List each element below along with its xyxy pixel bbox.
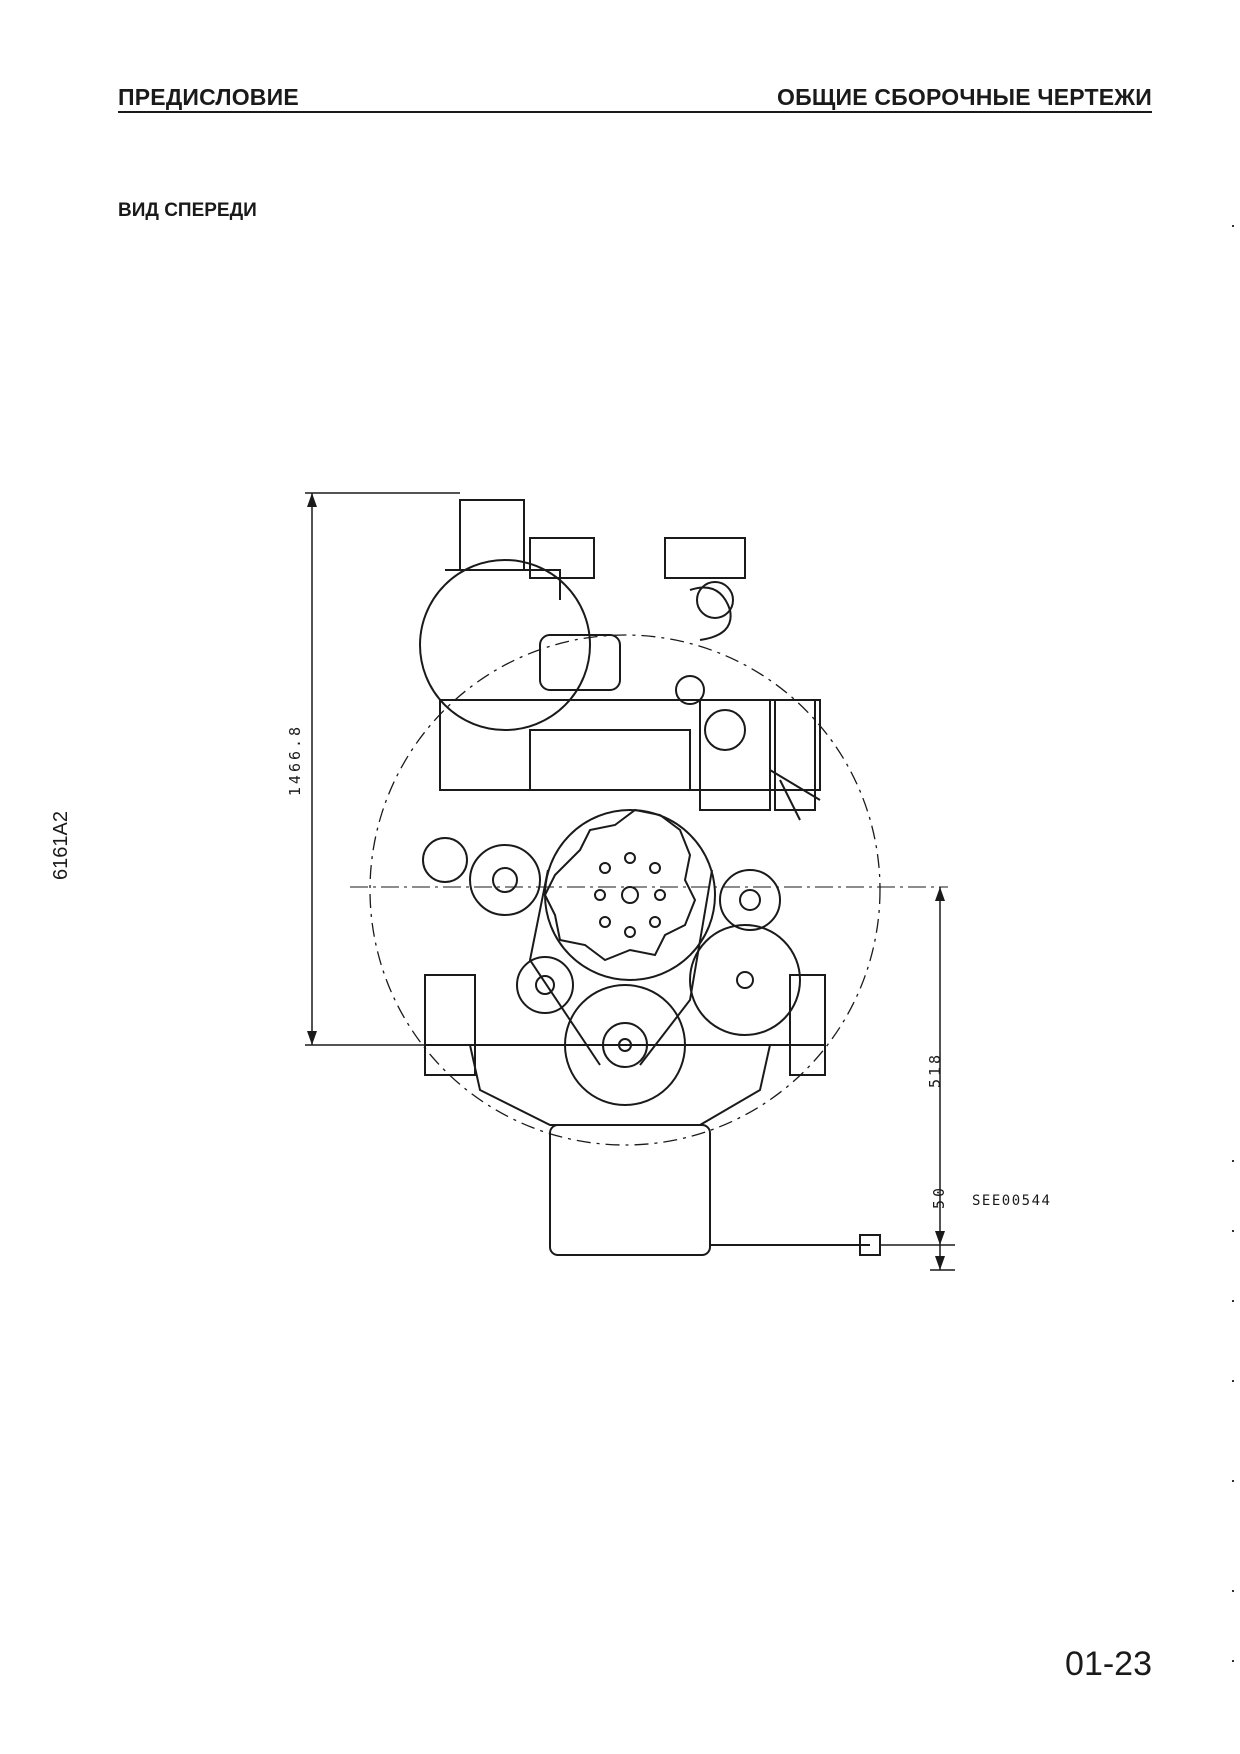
crank-pulley bbox=[544, 809, 716, 981]
exhaust-stack bbox=[459, 499, 525, 571]
turbo-housing bbox=[419, 559, 591, 731]
base-offset-dimension: 50 bbox=[930, 1185, 948, 1209]
oil-pan-top bbox=[469, 1044, 771, 1126]
water-pump bbox=[689, 924, 801, 1036]
idler-pulley bbox=[719, 869, 781, 931]
section-group-title: ОБЩИЕ СБОРОЧНЫЕ ЧЕРТЕЖИ bbox=[777, 84, 1152, 110]
alternator-pulley bbox=[469, 844, 541, 916]
oil-pan bbox=[549, 1124, 711, 1256]
fan-envelope-circle bbox=[369, 634, 881, 1146]
drawing-code: SEE00544 bbox=[972, 1193, 1051, 1209]
view-title: ВИД СПЕРЕДИ bbox=[118, 200, 257, 221]
left-mount bbox=[424, 974, 476, 1076]
page-number: 01-23 bbox=[1065, 1645, 1152, 1683]
tensioner-pulley bbox=[516, 956, 574, 1014]
header-divider bbox=[118, 111, 1152, 113]
overall-height-dimension: 1466.8 bbox=[286, 724, 304, 796]
chapter-title: ПРЕДИСЛОВИЕ bbox=[118, 84, 299, 110]
right-mount bbox=[789, 974, 826, 1076]
crank-to-base-dimension: 518 bbox=[926, 1052, 944, 1088]
